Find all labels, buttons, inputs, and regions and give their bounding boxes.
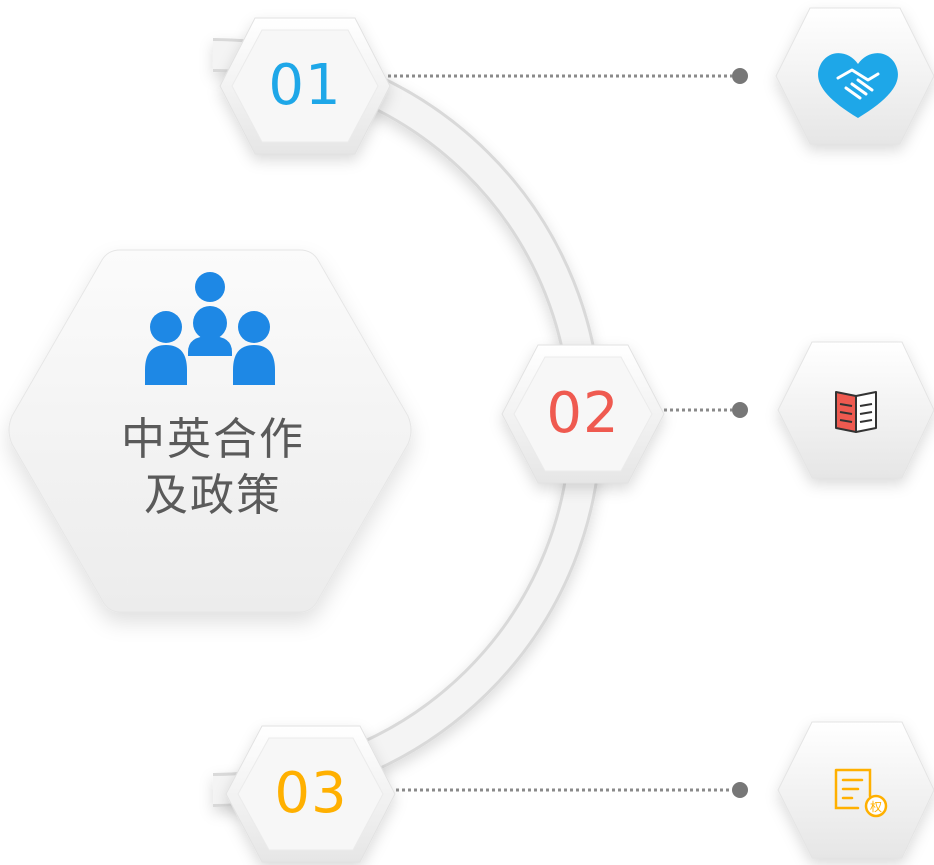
people-group-icon [145,272,275,385]
step-number-01: 01 [268,53,342,118]
rights-glyph: 权 [870,800,882,814]
connector-01 [388,68,748,84]
connector-03 [396,782,748,798]
step-01-hex [219,17,391,155]
rights-document-icon [834,768,888,818]
step-number-03: 03 [274,761,348,826]
connector-02 [664,402,748,418]
heart-handshake-icon [818,53,898,118]
center-title-line-2: 及政策 [144,470,282,521]
center-hex-card [8,249,412,613]
step-03-hex [225,725,396,863]
step-number-02: 02 [546,381,620,446]
center-title: 中英合作 及政策 [88,412,338,524]
center-title-line-1: 中英合作 [121,414,305,465]
step-02-hex [501,344,665,484]
open-book-icon [835,391,877,433]
